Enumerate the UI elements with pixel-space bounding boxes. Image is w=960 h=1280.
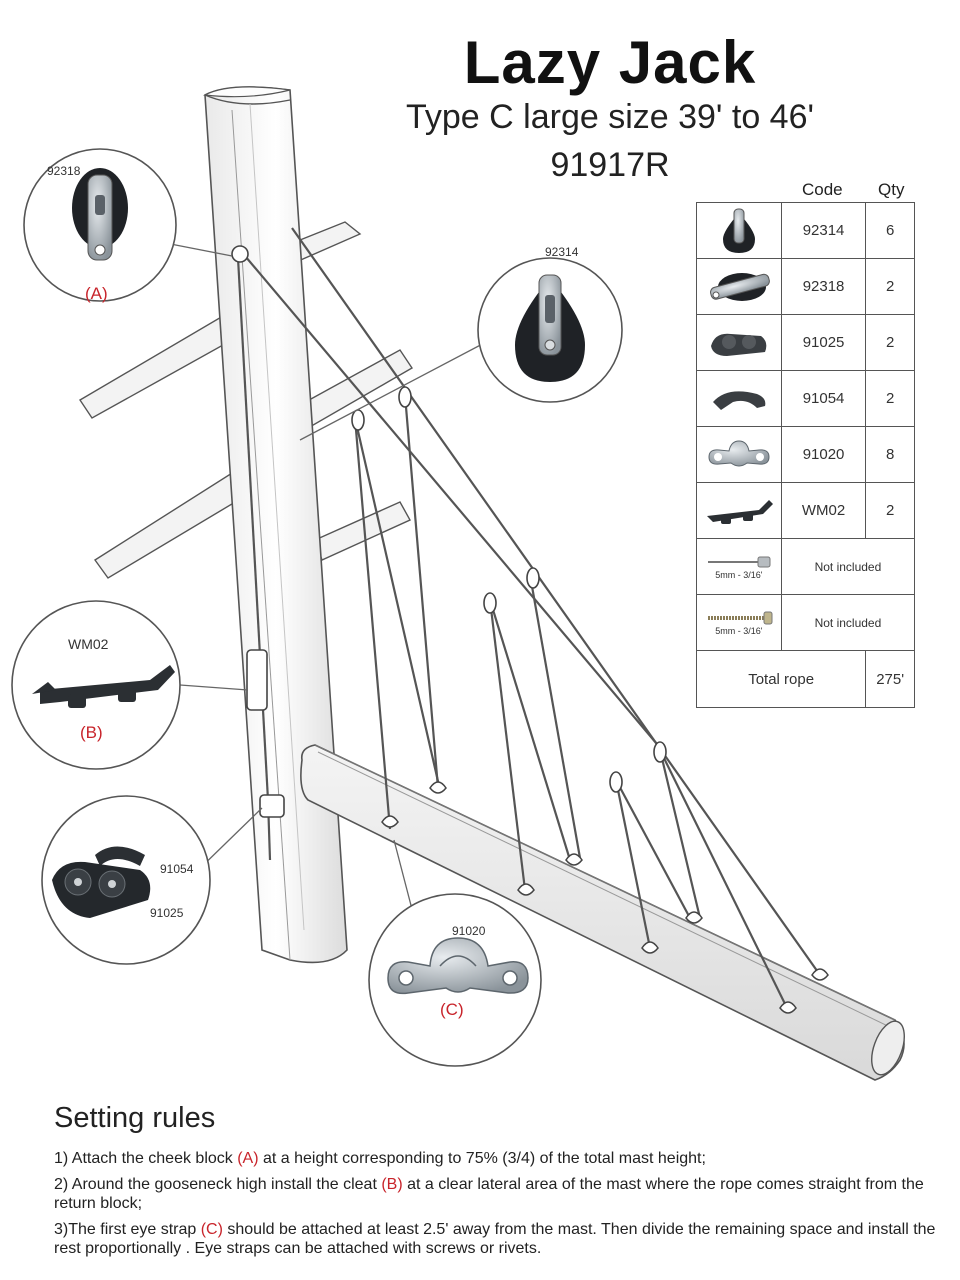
spreader-lower-left	[93, 466, 253, 579]
fairlead-icon	[95, 846, 145, 866]
callout-b-letter: (B)	[80, 723, 103, 742]
rule-1: 1) Attach the cheek block (A) at a heigh…	[54, 1150, 706, 1167]
eye-strap-icon	[387, 937, 529, 995]
upper-block-2	[398, 386, 412, 408]
rule-2: 2) Around the gooseneck high install the…	[54, 1176, 924, 1212]
cleat-icon	[32, 665, 175, 708]
code-cell: 92318	[780, 258, 867, 315]
cam-cleat-icon	[696, 314, 782, 371]
screw-icon: 5mm - 3/16'	[696, 594, 782, 651]
table-row: 91054 2	[696, 370, 915, 427]
cam-cleat-on-mast	[259, 794, 285, 818]
lower-block-1	[609, 771, 623, 793]
single-block-icon	[515, 274, 585, 382]
qty-cell: 2	[865, 370, 915, 427]
callout-block-code: 92314	[545, 245, 579, 259]
upper-block-1	[351, 409, 365, 431]
rivet-icon: 5mm - 3/16'	[696, 538, 782, 595]
rivet-size: 5mm - 3/16'	[715, 569, 763, 580]
qty-cell: 6	[865, 202, 915, 259]
subtitle: Type C large size 39' to 46'	[406, 98, 814, 136]
callout-leaders	[149, 239, 491, 941]
middle-block-1	[483, 592, 497, 614]
table-row: 92314 6	[696, 202, 915, 259]
cheek-block-icon	[696, 258, 782, 315]
header-code: Code	[802, 180, 843, 199]
code-cell: 91025	[780, 314, 867, 371]
table-row: 5mm - 3/16' Not included	[696, 594, 916, 651]
rule-3: 3)The first eye strap (C) should be atta…	[54, 1221, 936, 1257]
code-cell: WM02	[780, 482, 867, 539]
boom-eye-straps	[381, 781, 829, 1014]
table-row-total: Total rope 275'	[695, 650, 915, 708]
callout-block-bubble	[477, 257, 623, 403]
lazy-jack-lines	[236, 227, 821, 1011]
callout-c-letter: (C)	[440, 1000, 464, 1019]
callout-a-code: 92318	[47, 164, 81, 178]
eye-strap-icon	[696, 426, 782, 483]
qty-cell: 2	[865, 258, 915, 315]
code-cell: Not included	[780, 594, 916, 651]
callout-b-code: WM02	[68, 636, 109, 652]
callout-cams-bubble	[41, 795, 211, 965]
callout-c-bubble	[368, 893, 542, 1067]
callout-fairlead-code: 91054	[160, 862, 194, 876]
table-row: 5mm - 3/16' Not included	[696, 538, 916, 595]
rigging-diagram	[11, 86, 905, 1081]
rigging-blocks	[231, 245, 667, 818]
cleat-icon	[696, 482, 782, 539]
qty-cell: 2	[865, 482, 915, 539]
qty-cell: 2	[865, 314, 915, 371]
code-cell: 91054	[780, 370, 867, 427]
cheek-block-icon	[72, 168, 128, 261]
single-block-icon	[696, 202, 782, 259]
lower-block-2	[653, 741, 667, 763]
total-value: 275'	[865, 650, 915, 708]
table-row: 91025 2	[696, 314, 915, 371]
callout-camcleat-code: 91025	[150, 906, 184, 920]
total-label: Total rope	[695, 650, 867, 708]
table-row: WM02 2	[696, 482, 915, 539]
table-row: 91020 8	[696, 426, 915, 483]
qty-cell: 8	[865, 426, 915, 483]
rules-heading: Setting rules	[54, 1102, 216, 1134]
boom	[300, 744, 905, 1081]
cheek-block-on-mast	[231, 245, 249, 263]
table-row: 92318 2	[696, 258, 915, 315]
fairlead-icon	[696, 370, 782, 427]
setting-rules: Setting rules 1) Attach the cheek block …	[54, 1102, 944, 1265]
cam-cleat-icon	[52, 861, 151, 918]
callout-c-code: 91020	[452, 924, 486, 938]
middle-block-2	[526, 567, 540, 589]
code-cell: 92314	[780, 202, 867, 259]
screw-size: 5mm - 3/16'	[715, 625, 763, 636]
model-number: 91917R	[550, 146, 670, 184]
header-qty: Qty	[878, 180, 905, 199]
mast	[202, 86, 348, 964]
code-cell: 91020	[780, 426, 867, 483]
code-cell: Not included	[780, 538, 916, 595]
callout-a-letter: (A)	[85, 284, 108, 303]
cleat-on-mast	[246, 649, 268, 711]
callout-b-bubble	[11, 600, 181, 770]
callout-a-bubble	[23, 148, 177, 302]
page-title: Lazy Jack	[463, 29, 757, 96]
